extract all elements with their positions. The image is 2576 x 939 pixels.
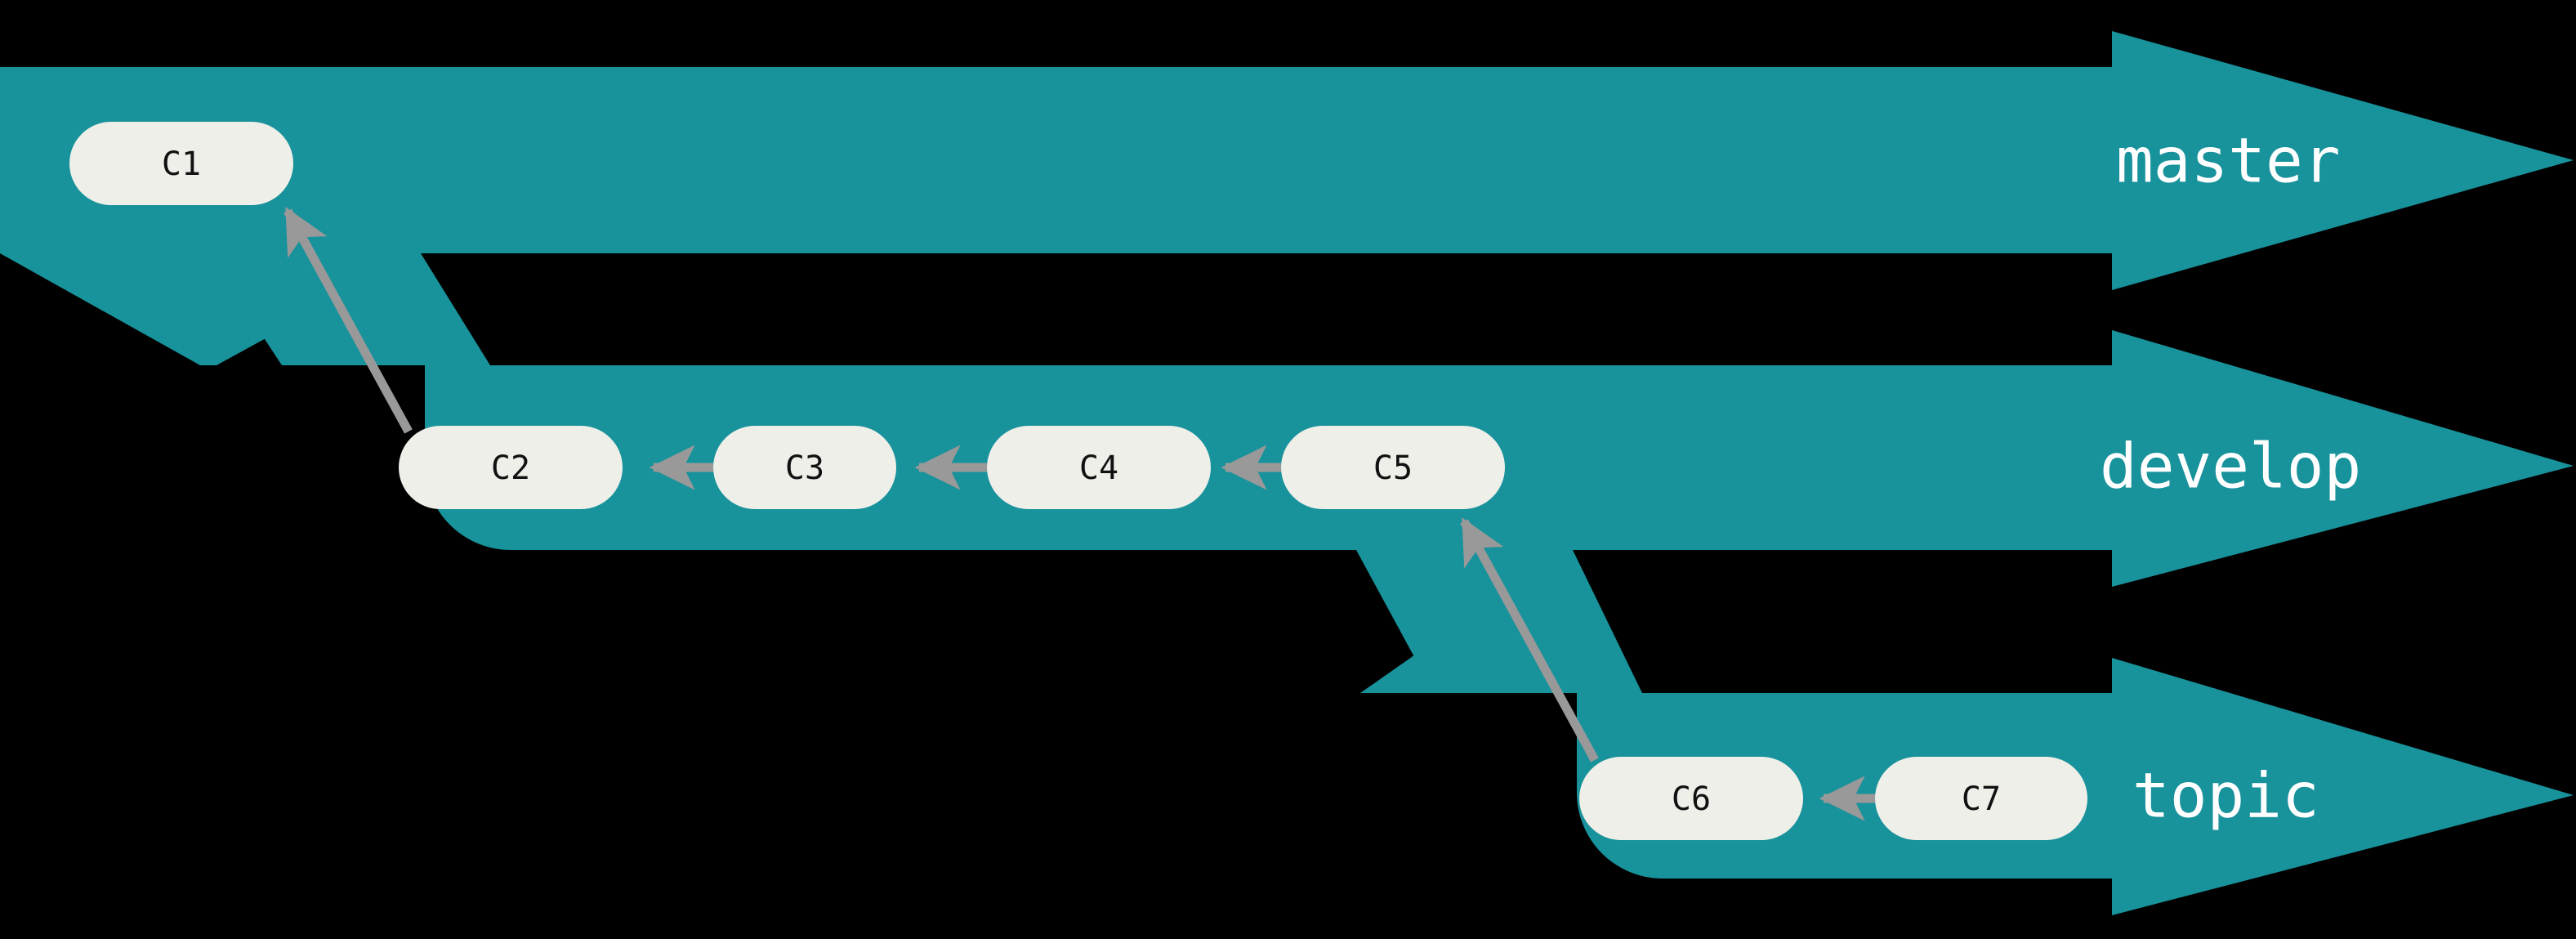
branch-band-develop: [425, 330, 2574, 693]
commit-label: C5: [1373, 449, 1413, 487]
commit-nodes: C1 C2 C3 C4 C5 C6: [69, 122, 2087, 840]
commit-label: C1: [162, 145, 201, 183]
branch-label-topic: topic: [2132, 759, 2319, 832]
commit-label: C7: [1962, 780, 2001, 818]
branch-band-master: [0, 31, 2574, 365]
branch-label-master: master: [2116, 124, 2341, 197]
commit-node-c4[interactable]: C4: [987, 426, 1211, 509]
connector-develop-topic: [1356, 550, 1642, 693]
commit-node-c6[interactable]: C6: [1579, 757, 1803, 840]
commit-node-c1[interactable]: C1: [69, 122, 293, 205]
branch-label-develop: develop: [2100, 430, 2361, 503]
commit-edges: [283, 207, 1875, 821]
commit-shape: [1579, 757, 1803, 840]
branch-labels: master develop topic: [2100, 124, 2361, 832]
commit-shape: [987, 426, 1211, 509]
edge-c6-to-c5: [1460, 517, 1599, 762]
commit-node-c3[interactable]: C3: [713, 426, 896, 509]
edge-c2-to-c1: [283, 207, 413, 434]
commit-shape: [713, 426, 896, 509]
commit-label: C6: [1672, 780, 1711, 818]
commit-shape: [1281, 426, 1505, 509]
commit-label: C2: [491, 449, 530, 487]
commit-node-c5[interactable]: C5: [1281, 426, 1505, 509]
commit-shape: [1875, 757, 2087, 840]
commit-shape: [399, 426, 623, 509]
commit-node-c7[interactable]: C7: [1875, 757, 2087, 840]
connector-master-develop: [208, 253, 490, 365]
commit-shape: [69, 122, 293, 205]
commit-label: C3: [785, 449, 824, 487]
commit-node-c2[interactable]: C2: [399, 426, 623, 509]
commit-label: C4: [1079, 449, 1118, 487]
